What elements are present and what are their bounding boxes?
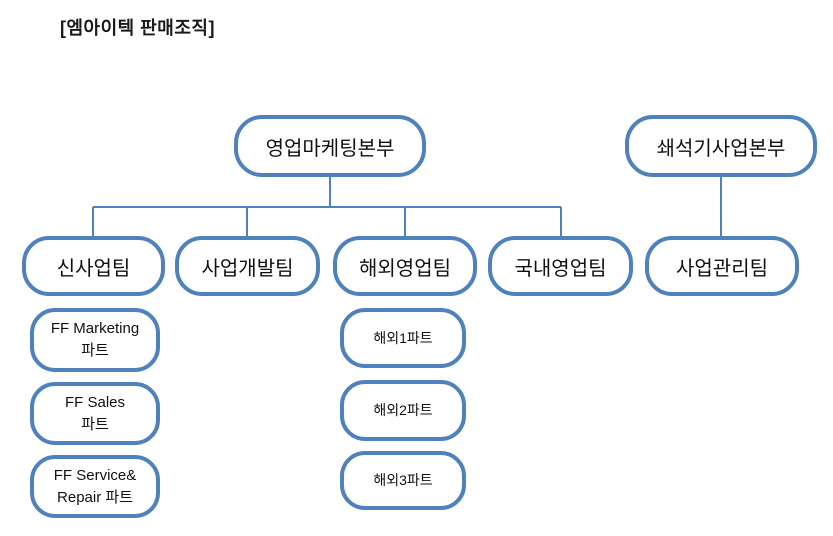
org-node-label: 사업관리팀 <box>676 257 768 280</box>
org-node-overseas-part-2: 해외2파트 <box>340 380 466 441</box>
org-node-label: 사업개발팀 <box>201 257 294 280</box>
org-node-business-management-team: 사업관리팀 <box>645 236 799 296</box>
org-node-overseas-sales-team: 해외영업팀 <box>333 236 477 296</box>
org-node-ff-sales-part: FF Sales 파트 <box>30 382 160 445</box>
org-node-label-line2: 파트 <box>81 342 109 359</box>
org-node-label-line2: Repair 파트 <box>57 488 133 506</box>
org-node-label: 국내영업팀 <box>514 257 607 280</box>
org-node-sales-marketing-division: 영업마케팅본부 <box>234 115 426 177</box>
org-node-ff-marketing-part: FF Marketing 파트 <box>30 308 160 372</box>
org-node-business-development-team: 사업개발팀 <box>175 236 320 296</box>
org-node-overseas-part-3: 해외3파트 <box>340 451 466 510</box>
org-node-domestic-sales-team: 국내영업팀 <box>488 236 633 296</box>
org-node-label-line1: FF Sales <box>64 393 125 411</box>
org-node-new-business-team: 신사업팀 <box>22 236 165 296</box>
org-node-label-line2: 파트 <box>81 415 109 433</box>
org-node-label: 해외영업팀 <box>359 257 451 280</box>
org-node-label: 신사업팀 <box>56 257 131 280</box>
org-node-label-line1: FF Marketing <box>50 320 140 338</box>
org-node-label: 해외2파트 <box>373 402 433 419</box>
org-node-label: 영업마케팅본부 <box>265 137 395 160</box>
org-node-label-line1: FF Service& <box>53 466 137 484</box>
org-node-label: 쇄석기사업본부 <box>656 137 786 160</box>
org-node-label: 해외3파트 <box>373 472 433 489</box>
org-node-overseas-part-1: 해외1파트 <box>340 308 466 368</box>
org-node-label: 해외1파트 <box>373 329 433 346</box>
org-node-ff-service-repair-part: FF Service& Repair 파트 <box>30 455 160 518</box>
page-title: [엠아이텍 판매조직] <box>60 18 215 38</box>
org-node-crusher-division: 쇄석기사업본부 <box>625 115 817 177</box>
